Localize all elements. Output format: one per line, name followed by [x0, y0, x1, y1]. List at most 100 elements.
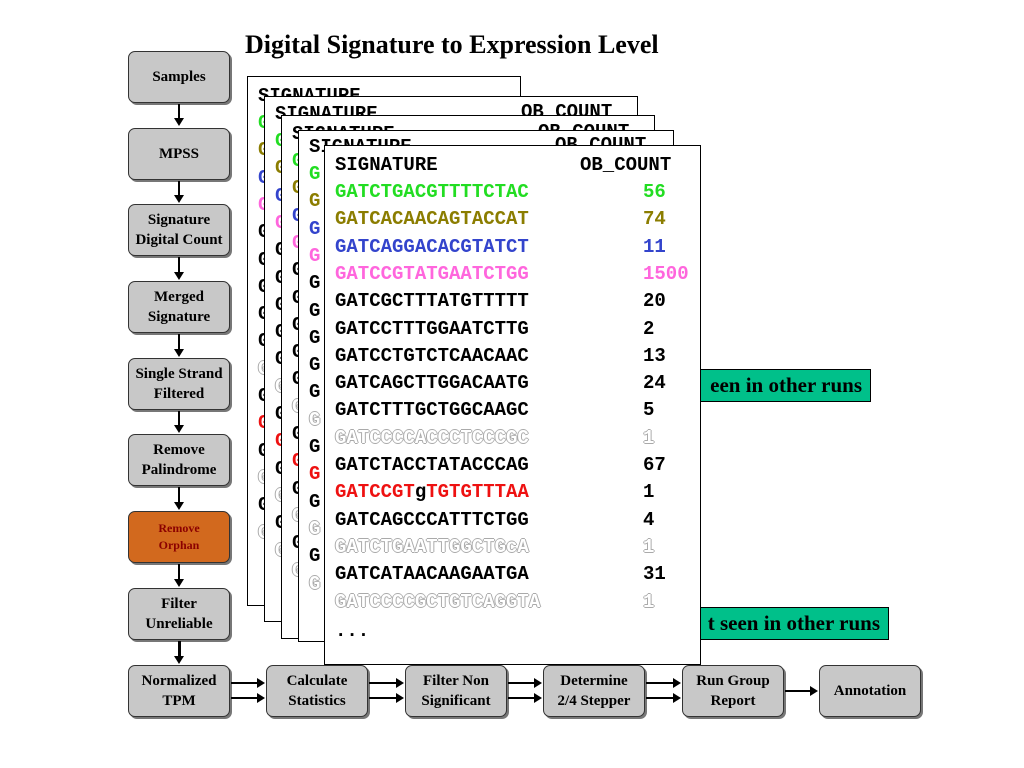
- card-row-prefix: G: [258, 492, 269, 519]
- card-row-prefix: G: [309, 490, 321, 513]
- card-row-prefix: G: [309, 545, 321, 568]
- arrow-head-icon: [174, 195, 184, 203]
- card-row-prefix: G: [258, 165, 269, 192]
- card-row-prefix: G: [275, 401, 286, 428]
- arrow-head-icon: [174, 656, 184, 664]
- card-row-prefix: G: [258, 219, 269, 246]
- signature-cell: GATCCCCACCCTCCCGC: [335, 426, 529, 449]
- arrow-line: [369, 697, 396, 699]
- arrow-head-icon: [534, 693, 542, 703]
- count-cell: 56: [643, 181, 666, 203]
- card-row-prefix: G: [275, 538, 286, 565]
- card-row-prefix: G: [292, 339, 303, 366]
- card-row-prefix: G: [258, 274, 269, 301]
- card-row-prefix: G: [258, 520, 269, 547]
- card-row-prefix: G: [309, 572, 321, 595]
- card-row-prefix: G: [292, 503, 303, 530]
- card-row-prefix: G: [258, 465, 269, 492]
- arrow-head-icon: [174, 349, 184, 357]
- column-header-signature: SIGNATURE: [335, 154, 438, 176]
- arrow-line: [178, 104, 180, 118]
- column-header-count: OB_COUNT: [580, 154, 672, 176]
- signature-cell: GATCCGTgTGTGTTTAA: [335, 481, 529, 504]
- arrow-line: [508, 697, 534, 699]
- card-row-prefix: G: [309, 517, 321, 540]
- card-row-prefix: G: [275, 428, 286, 455]
- count-cell: 1500: [643, 262, 689, 285]
- signature-cell: GATCTACCTATACCCAG: [335, 454, 529, 476]
- card-row-prefix: G: [275, 265, 286, 292]
- arrow-line: [231, 682, 257, 684]
- arrow-line: [178, 334, 180, 349]
- box-label: Annotation: [833, 683, 907, 699]
- box-label: Samples: [152, 69, 206, 85]
- card-row-prefix: G: [258, 383, 269, 410]
- count-cell: 20: [643, 290, 666, 313]
- table-ellipsis: ...: [335, 620, 370, 642]
- card-row-prefix: G: [309, 163, 321, 185]
- card-row-prefix: G: [275, 183, 286, 210]
- arrow-line: [231, 697, 257, 699]
- arrow-head-icon: [673, 678, 681, 688]
- card-row-prefix: G: [275, 210, 286, 237]
- card-row-prefix: G: [309, 436, 321, 458]
- count-cell: 74: [643, 208, 666, 231]
- card-row-prefix: G: [258, 247, 269, 274]
- card-row-prefix: G: [258, 301, 269, 328]
- arrow-line: [178, 181, 180, 195]
- count-cell: 67: [643, 454, 666, 476]
- card-row-prefix: G: [275, 346, 286, 373]
- count-cell: 1: [643, 426, 655, 449]
- card-row-prefix: G: [292, 558, 303, 585]
- signature-cell: GATCCTTTGGAATCTTG: [335, 317, 529, 340]
- card-row-prefix: G: [309, 381, 321, 404]
- arrow-head-icon: [396, 678, 404, 688]
- count-cell: 1: [643, 535, 655, 558]
- card-row-prefix: G: [292, 366, 303, 393]
- arrow-head-icon: [673, 693, 681, 703]
- card-row-prefix: G: [309, 190, 321, 213]
- signature-cell: GATCTGAATTGGCTGcA: [335, 535, 529, 558]
- count-cell: 11: [643, 235, 666, 258]
- card-row-prefix: G: [292, 448, 303, 475]
- count-cell: 2: [643, 317, 655, 340]
- card-row-prefix: G: [292, 203, 303, 230]
- card-row-prefix: G: [275, 374, 286, 401]
- signature-cell: GATCAGGACACGTATCT: [335, 235, 529, 258]
- card-row-prefix: G: [309, 326, 321, 349]
- page-title: Digital Signature to Expression Level: [245, 30, 659, 59]
- count-cell: 31: [643, 563, 666, 586]
- card-row-prefix: G: [292, 257, 303, 284]
- arrow-head-icon: [810, 686, 818, 696]
- card-row-prefix: G: [275, 483, 286, 510]
- card-row-prefix: G: [292, 476, 303, 503]
- card-row-prefix: G: [275, 292, 286, 319]
- arrow-head-icon: [257, 678, 265, 688]
- card-row-prefix: G: [309, 354, 321, 377]
- card-row-prefix: G: [309, 272, 321, 295]
- card-row-prefix: G: [258, 137, 269, 164]
- card-row-prefix: G: [309, 244, 321, 267]
- card-row-prefix: G: [258, 110, 269, 137]
- card-row-prefix: G: [292, 421, 303, 448]
- annotation-box: Annotation: [819, 665, 921, 717]
- signature-cell: GATCTGACGTTTTCTAC: [335, 181, 529, 203]
- arrow-head-icon: [174, 502, 184, 510]
- card-row-prefix: G: [292, 148, 303, 175]
